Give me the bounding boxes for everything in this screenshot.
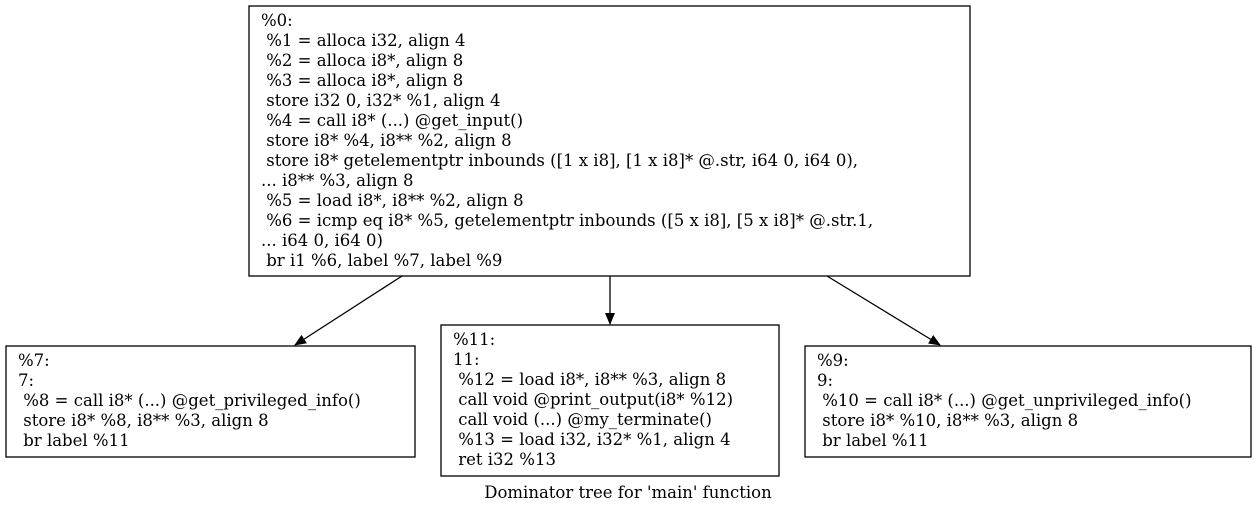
node-block-7-box (5, 345, 416, 458)
code-line: %8 = call i8* (...) @get_privileged_info… (18, 391, 361, 410)
edge-n0-n9 (826, 275, 941, 346)
code-line: br label %11 (18, 431, 130, 450)
diagram-caption: Dominator tree for 'main' function (484, 483, 772, 502)
code-line: 11: (453, 350, 480, 369)
node-entry-block-box (248, 5, 971, 277)
node-block-11-text: %11:11: %12 = load i8*, i8** %3, align 8… (453, 330, 733, 469)
code-line: %0: (261, 11, 293, 30)
code-line: %2 = alloca i8*, align 8 (261, 51, 463, 70)
code-line: %11: (453, 330, 495, 349)
code-line: %1 = alloca i32, align 4 (261, 31, 465, 50)
node-block-7-text: %7:7: %8 = call i8* (...) @get_privilege… (18, 351, 361, 450)
code-line: store i8* %10, i8** %3, align 8 (817, 411, 1078, 430)
code-line: store i8* %4, i8** %2, align 8 (261, 131, 512, 150)
code-line: ret i32 %13 (453, 450, 556, 469)
node-block-11: %11:11: %12 = load i8*, i8** %3, align 8… (440, 324, 780, 477)
code-line: br label %11 (817, 431, 929, 450)
code-line: %9: (817, 351, 849, 370)
code-line: %7: (18, 351, 50, 370)
edges (294, 275, 941, 346)
edge-n0-n7 (294, 275, 403, 346)
node-block-9-text: %9:9: %10 = call i8* (...) @get_unprivil… (817, 351, 1192, 450)
node-block-9: %9:9: %10 = call i8* (...) @get_unprivil… (804, 345, 1252, 458)
code-line: 7: (18, 371, 34, 390)
node-block-7: %7:7: %8 = call i8* (...) @get_privilege… (5, 345, 416, 458)
code-line: br i1 %6, label %7, label %9 (261, 251, 502, 270)
code-line: ... i8** %3, align 8 (261, 171, 414, 190)
code-line: %10 = call i8* (...) @get_unprivileged_i… (817, 391, 1192, 410)
code-line: %6 = icmp eq i8* %5, getelementptr inbou… (261, 211, 873, 230)
code-line: store i8* getelementptr inbounds ([1 x i… (261, 151, 858, 170)
code-line: call void @print_output(i8* %12) (453, 390, 733, 409)
node-entry-block-text: %0: %1 = alloca i32, align 4 %2 = alloca… (261, 11, 873, 270)
code-line: %13 = load i32, i32* %1, align 4 (453, 430, 731, 449)
code-line: call void (...) @my_terminate() (453, 410, 712, 429)
code-line: 9: (817, 371, 833, 390)
node-entry-block: %0: %1 = alloca i32, align 4 %2 = alloca… (248, 5, 971, 277)
code-line: %5 = load i8*, i8** %2, align 8 (261, 191, 524, 210)
node-block-9-box (804, 345, 1252, 458)
node-block-11-box (440, 324, 780, 477)
code-line: ... i64 0, i64 0) (261, 231, 383, 250)
code-line: %4 = call i8* (...) @get_input() (261, 111, 523, 130)
code-line: %12 = load i8*, i8** %3, align 8 (453, 370, 726, 389)
code-line: %3 = alloca i8*, align 8 (261, 71, 463, 90)
code-line: store i8* %8, i8** %3, align 8 (18, 411, 269, 430)
code-line: store i32 0, i32* %1, align 4 (261, 91, 500, 110)
